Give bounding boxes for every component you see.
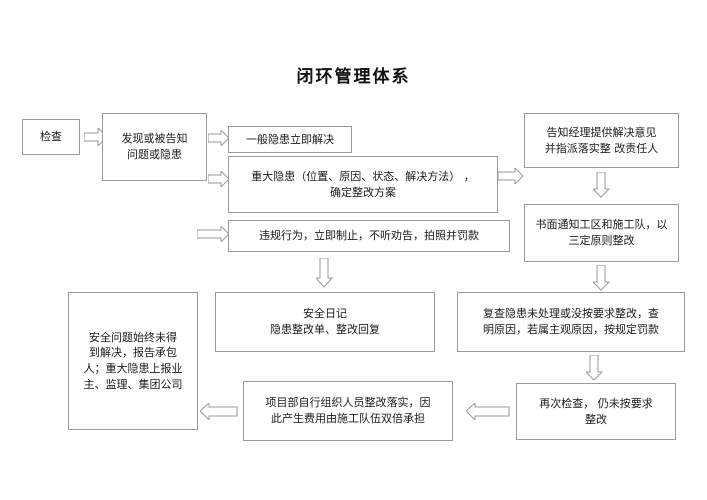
node-self-rectify-line-0: 项目部自行组织人员整改落实，因 xyxy=(265,396,431,410)
node-discover-line-1: 问题或隐患 xyxy=(127,148,182,161)
node-major-hazard-line-0: 重大隐患（位置、原因、状态、解决方法） ， xyxy=(251,169,475,183)
arrow-discover-to-general-hazard xyxy=(208,130,230,146)
node-general-hazard[interactable]: 一般隐患立即解决 xyxy=(228,126,352,153)
node-major-hazard-line-1: 确定整改方案 xyxy=(330,185,396,199)
node-safety-diary-line-1: 隐患整改单、整改回复 xyxy=(270,323,380,336)
node-discover[interactable]: 发现或被告知 问题或隐患 xyxy=(102,113,207,181)
arrow-written-notice-to-recheck-fine xyxy=(593,265,610,291)
arrow-recheck-fine-to-recheck-again xyxy=(586,355,603,381)
page-title: 闭环管理体系 xyxy=(296,67,411,87)
node-recheck-again-line-0: 再次检查， 仍未按要求 xyxy=(539,396,653,410)
arrow-violation-to-safety-diary xyxy=(316,258,333,288)
node-notify-manager[interactable]: 告知经理提供解决意见 并指派落实整 改责任人 xyxy=(524,113,679,168)
node-violation-line-0: 违规行为，立即制止，不听劝告，拍照并罚款 xyxy=(259,229,479,243)
arrow-self-rectify-to-escalate xyxy=(200,403,238,420)
arrow-major-hazard-to-notify-manager xyxy=(498,168,524,184)
node-escalate-line-0: 安全问题始终未得 xyxy=(89,330,177,344)
node-general-hazard-line-0: 一般隐患立即解决 xyxy=(246,132,334,146)
node-written-notice-line-0: 书面通知工区和施工队，以 xyxy=(535,218,668,232)
node-inspect[interactable]: 检查 xyxy=(22,119,80,155)
node-recheck-again-line-1: 整改 xyxy=(585,412,607,426)
node-escalate-line-2: 人；重大隐患上报业 xyxy=(83,362,183,375)
arrow-notify-manager-to-written-notice xyxy=(593,172,610,198)
node-escalate-line-3: 主、监理、集团公司 xyxy=(83,377,183,391)
node-self-rectify[interactable]: 项目部自行组织人员整改落实，因 此产生费用由施工队伍双倍承担 xyxy=(243,381,453,441)
node-notify-manager-line-0: 告知经理提供解决意见 xyxy=(546,125,657,139)
node-written-notice[interactable]: 书面通知工区和施工队，以 三定原则整改 xyxy=(524,204,679,262)
node-recheck-fine-line-1: 明原因，若属主观原因，按规定罚款 xyxy=(483,323,659,336)
node-self-rectify-line-1: 此产生费用由施工队伍双倍承担 xyxy=(271,412,425,425)
node-safety-diary-line-0: 安全日记 xyxy=(303,307,347,321)
node-escalate[interactable]: 安全问题始终未得 到解决，报告承包 人；重大隐患上报业 主、监理、集团公司 xyxy=(68,292,198,430)
node-safety-diary[interactable]: 安全日记 隐患整改单、整改回复 xyxy=(215,292,435,352)
node-notify-manager-line-1: 并指派落实整 改责任人 xyxy=(544,141,659,155)
node-recheck-fine-line-0: 复查隐患未处理或没按要求整改，查 xyxy=(483,307,659,321)
node-violation[interactable]: 违规行为，立即制止，不听劝告，拍照并罚款 xyxy=(228,220,510,252)
node-recheck-fine[interactable]: 复查隐患未处理或没按要求整改，查 明原因，若属主观原因，按规定罚款 xyxy=(457,292,685,352)
arrow-discover-to-violation xyxy=(197,226,230,242)
node-written-notice-line-1: 三定原则整改 xyxy=(568,234,635,247)
node-recheck-again[interactable]: 再次检查， 仍未按要求 整改 xyxy=(516,383,676,440)
node-discover-line-0: 发现或被告知 xyxy=(121,132,188,146)
arrow-recheck-again-to-self-rectify xyxy=(466,403,510,420)
node-inspect-line-0: 检查 xyxy=(40,130,62,144)
node-major-hazard[interactable]: 重大隐患（位置、原因、状态、解决方法） ， 确定整改方案 xyxy=(228,156,498,213)
node-escalate-line-1: 到解决，报告承包 xyxy=(89,346,177,360)
arrow-discover-to-major-hazard xyxy=(208,171,230,187)
